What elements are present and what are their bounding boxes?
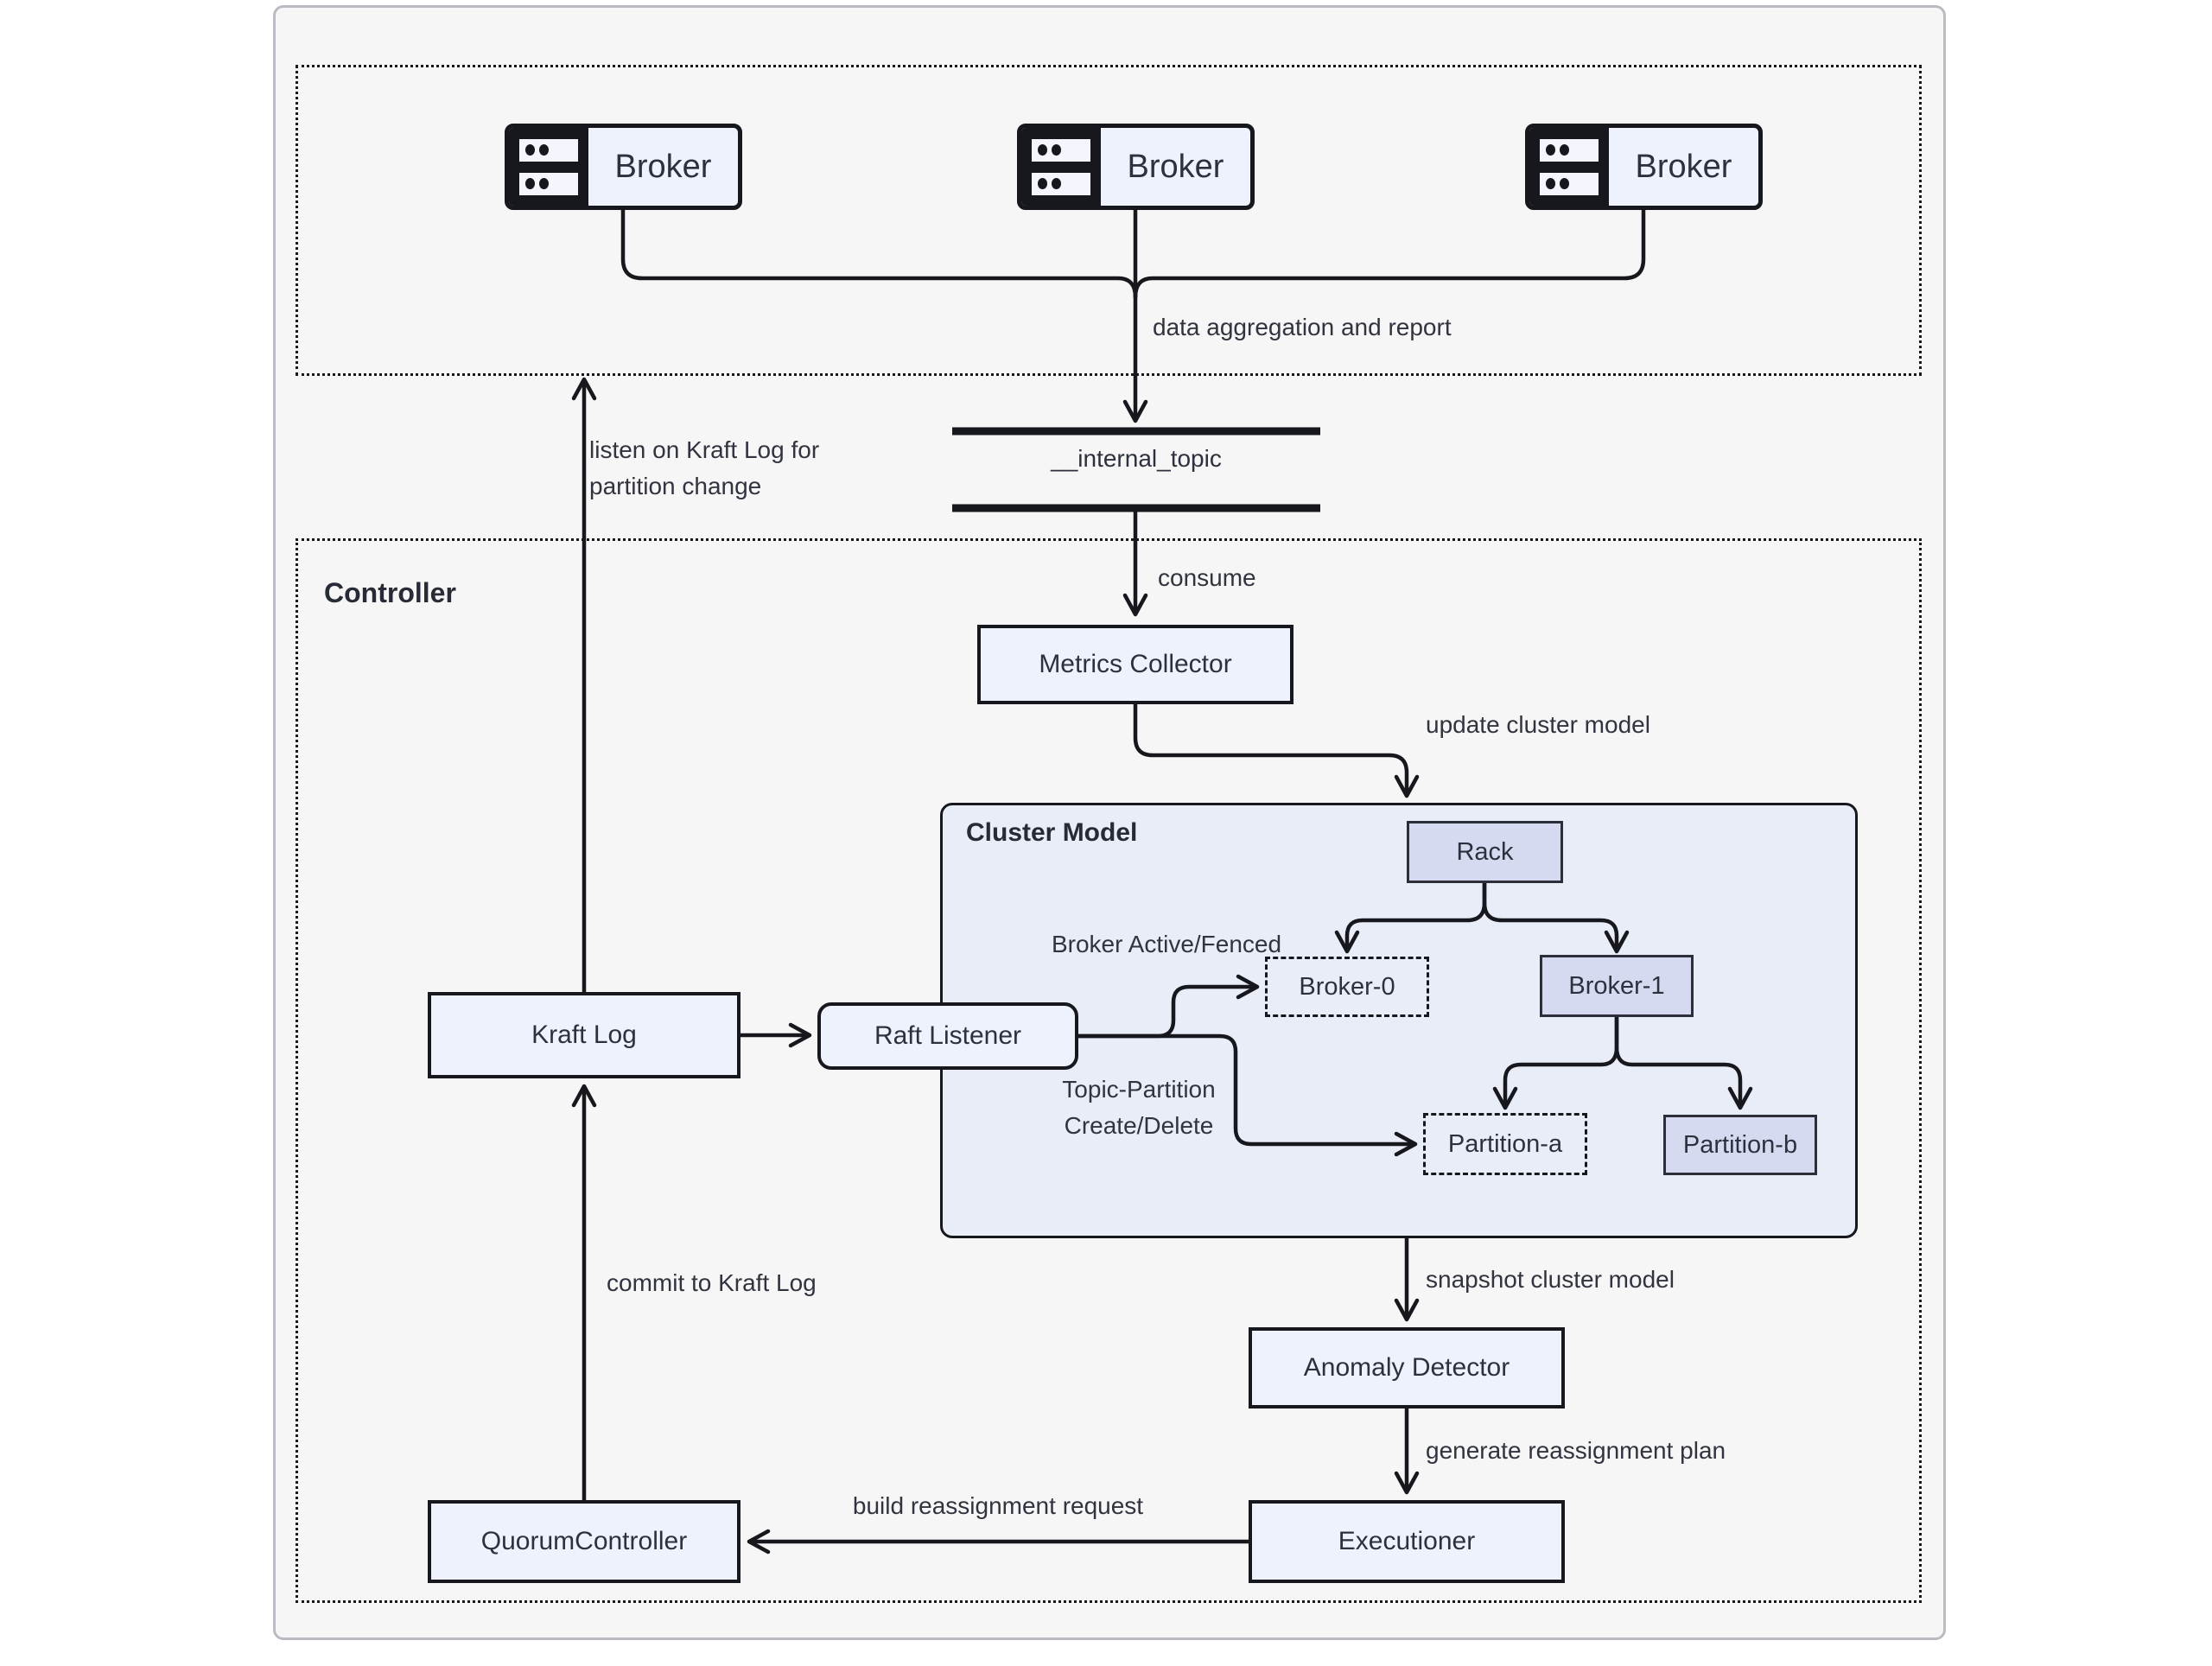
internal-topic-label: __internal_topic — [1051, 445, 1222, 472]
label-generate-plan: generate reassignment plan — [1426, 1437, 1726, 1464]
node-metrics-collector: Metrics Collector — [977, 625, 1294, 704]
label-listen-line2: partition change — [589, 473, 762, 499]
label-topic-partition: Topic-Partition Create/Delete — [994, 1071, 1284, 1144]
node-broker-1: Broker-1 — [1540, 955, 1694, 1017]
label-topic-partition-line2: Create/Delete — [1064, 1112, 1214, 1139]
node-anomaly-detector: Anomaly Detector — [1249, 1327, 1565, 1408]
broker-label: Broker — [1635, 148, 1732, 185]
server-icon — [1021, 128, 1101, 206]
node-partition-b: Partition-b — [1663, 1115, 1817, 1175]
brokers-group-box — [296, 65, 1922, 376]
node-kraft-log: Kraft Log — [428, 992, 741, 1078]
label-listen-line1: listen on Kraft Log for — [589, 436, 820, 463]
node-broker-0: Broker-0 — [1265, 957, 1429, 1017]
label-update-cluster-model: update cluster model — [1426, 711, 1650, 738]
controller-group-title: Controller — [324, 577, 456, 608]
label-snapshot-cluster-model: snapshot cluster model — [1426, 1266, 1675, 1293]
label-build-request: build reassignment request — [852, 1492, 1144, 1519]
server-icon — [1529, 128, 1609, 206]
broker-label: Broker — [614, 148, 712, 185]
broker-node-3: Broker — [1525, 124, 1763, 210]
broker-label: Broker — [1127, 148, 1224, 185]
label-data-aggregation: data aggregation and report — [1153, 314, 1452, 340]
controller-group-box — [296, 538, 1922, 1603]
label-broker-active-fenced: Broker Active/Fenced — [1051, 931, 1282, 957]
node-executioner: Executioner — [1249, 1500, 1565, 1583]
node-quorum-controller: QuorumController — [428, 1500, 741, 1583]
node-partition-a: Partition-a — [1423, 1113, 1587, 1175]
node-rack: Rack — [1407, 821, 1563, 883]
node-raft-listener: Raft Listener — [817, 1002, 1078, 1070]
label-consume: consume — [1158, 564, 1256, 591]
label-listen-kraft-log: listen on Kraft Log for partition change — [589, 432, 819, 505]
broker-node-1: Broker — [505, 124, 742, 210]
cluster-model-title: Cluster Model — [966, 818, 1138, 847]
label-topic-partition-line1: Topic-Partition — [1062, 1076, 1216, 1103]
server-icon — [509, 128, 588, 206]
broker-node-2: Broker — [1017, 124, 1255, 210]
label-commit-kraft-log: commit to Kraft Log — [607, 1269, 817, 1296]
